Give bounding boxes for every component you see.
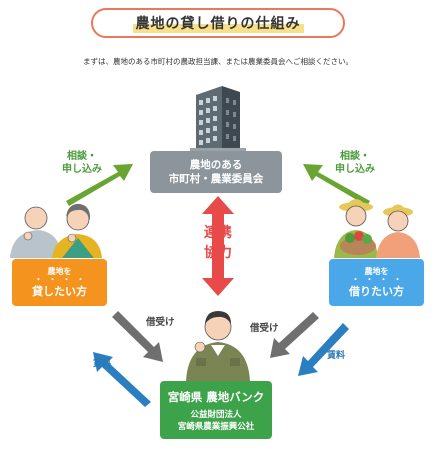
- rent-label-left: 賃料: [93, 359, 112, 369]
- page-subtitle: まずは、農地のある市町村の農政担当課、または農業委員会へご相談ください。: [83, 57, 353, 66]
- borrower-line1: 農地を: [364, 267, 389, 276]
- lender-line1: 農地を: [47, 267, 72, 276]
- page-title: 農地の貸し借りの仕組み: [132, 13, 304, 33]
- coop-label-line1: 連携: [204, 225, 232, 241]
- lender-emphasis-dots: ・・・・: [34, 275, 91, 284]
- consult-label-left-line1: 相談・: [67, 151, 97, 162]
- rent-arrow-left: [93, 352, 151, 407]
- rent-arrow-right: [298, 323, 349, 376]
- rent-label-right: 賃料: [327, 351, 346, 361]
- coop-label-line2: 協力: [204, 245, 232, 262]
- consult-arrow-left: [66, 164, 133, 206]
- consult-label-left-line2: 申し込み: [62, 164, 102, 175]
- lender-line2: 貸したい方: [32, 285, 87, 298]
- consult-label-right-line1: 相談・: [340, 151, 370, 162]
- borrower-line2: 借りたい方: [349, 285, 404, 298]
- municipality-box: 農地のある 市町村・農業委員会: [150, 151, 282, 193]
- borrower-box: 農地を ・・・・ 借りたい方: [329, 259, 424, 306]
- coop-label: 連携 協力: [198, 223, 238, 264]
- lease-label-left: 借受け: [146, 317, 175, 328]
- lease-label-right: 借受け: [250, 323, 279, 334]
- lease-arrow-left: [112, 311, 163, 362]
- lease-arrow-right: [270, 312, 319, 358]
- coop-double-arrow: [202, 196, 234, 296]
- office-building-icon: [190, 86, 246, 151]
- elderly-couple-illustration: [10, 203, 102, 258]
- bank-staff-illustration: [186, 311, 250, 381]
- farmer-couple-illustration: [334, 199, 420, 258]
- bank-name: 宮崎県 農地バンク: [167, 389, 265, 404]
- title-pill: 農地の貸し借りの仕組み: [91, 8, 345, 38]
- consult-label-right-line2: 申し込み: [335, 164, 375, 175]
- municipality-line1: 農地のある: [189, 158, 243, 171]
- municipality-line2: 市町村・農業委員会: [168, 173, 264, 185]
- bank-sub1: 公益財団法人: [190, 409, 242, 420]
- lender-box: 農地を ・・・・ 貸したい方: [12, 259, 107, 306]
- consult-label-right: 相談・ 申し込み: [322, 150, 388, 176]
- consult-arrow-right: [303, 164, 370, 206]
- farmland-bank-box: 宮崎県 農地バンク 公益財団法人 宮崎県農業振興公社: [160, 381, 272, 439]
- consult-label-left: 相談・ 申し込み: [52, 150, 112, 176]
- bank-sub2: 宮崎県農業振興公社: [177, 421, 255, 432]
- borrower-emphasis-dots: ・・・・: [351, 275, 408, 284]
